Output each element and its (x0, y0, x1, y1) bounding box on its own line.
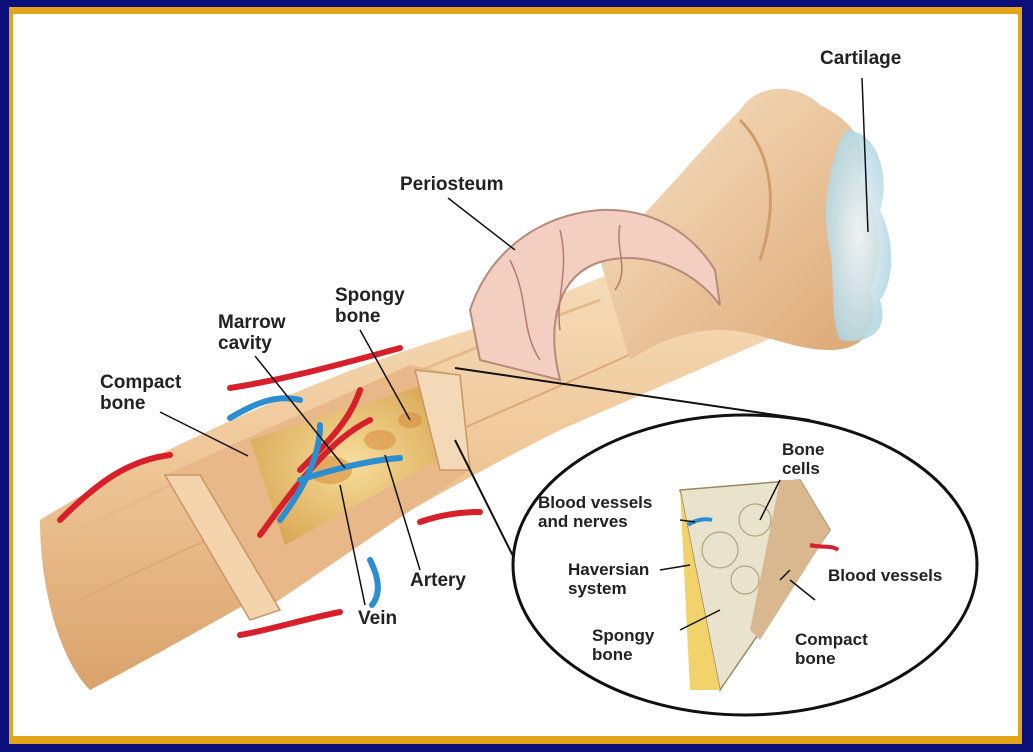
label-spongy-bone: Spongy bone (335, 285, 405, 327)
label-spongy-bone-line2: bone (335, 306, 405, 327)
label-marrow-cavity: Marrow cavity (218, 312, 286, 354)
inset-label-bone-cells-line2: cells (782, 459, 825, 478)
inset-label-bone-cells-line1: Bone (782, 440, 825, 459)
inset-label-haversian-system-line1: Haversian (568, 560, 649, 579)
label-compact-bone: Compact bone (100, 372, 181, 414)
inset-label-haversian-system: Haversian system (568, 560, 649, 598)
cartilage-cap (826, 130, 891, 341)
label-marrow-cavity-line2: cavity (218, 333, 286, 354)
inset-label-spongy-bone-line2: bone (592, 645, 654, 664)
inset-label-blood-vessels-nerves-line2: and nerves (538, 512, 652, 531)
label-marrow-cavity-line1: Marrow (218, 312, 286, 333)
label-spongy-bone-line1: Spongy (335, 285, 405, 306)
label-compact-bone-line2: bone (100, 393, 181, 414)
inset-label-spongy-bone-line1: Spongy (592, 626, 654, 645)
inset-label-blood-vessels-nerves: Blood vessels and nerves (538, 493, 652, 531)
label-periosteum: Periosteum (400, 174, 503, 195)
inset-label-compact-bone: Compact bone (795, 630, 868, 668)
label-compact-bone-line1: Compact (100, 372, 181, 393)
inset-label-blood-vessels-nerves-line1: Blood vessels (538, 493, 652, 512)
inset-label-spongy-bone: Spongy bone (592, 626, 654, 664)
inset-label-bone-cells: Bone cells (782, 440, 825, 478)
inset-label-blood-vessels: Blood vessels (828, 566, 942, 585)
inset-label-compact-bone-line1: Compact (795, 630, 868, 649)
label-vein: Vein (358, 608, 397, 629)
label-cartilage: Cartilage (820, 48, 901, 69)
label-artery: Artery (410, 570, 466, 591)
inset-label-compact-bone-line2: bone (795, 649, 868, 668)
inset-label-haversian-system-line2: system (568, 579, 649, 598)
